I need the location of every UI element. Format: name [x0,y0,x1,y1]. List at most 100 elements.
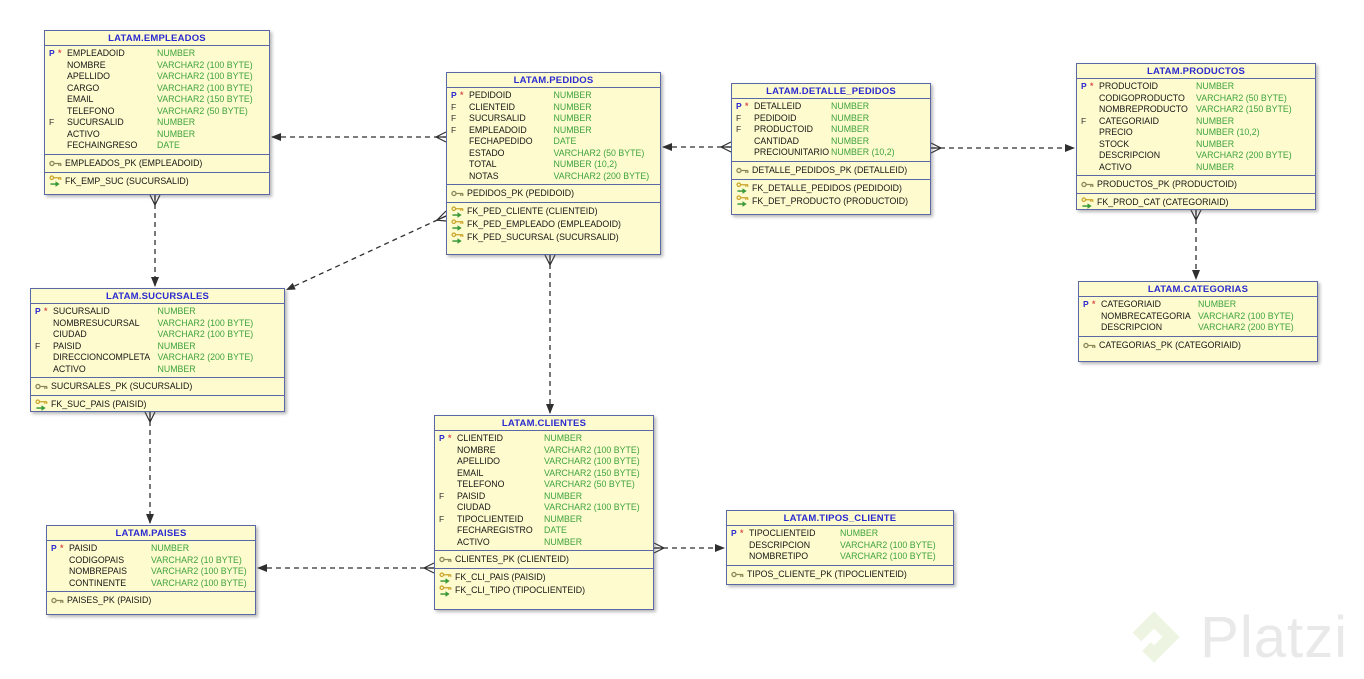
key-marker: F [736,112,742,123]
foreign-key-section: FK_DETALLE_PEDIDOS (PEDIDOID) FK_DET_PROD… [732,178,930,210]
key-marker: P [736,101,742,111]
column-name: TOTAL [469,159,497,169]
column-name: DESCRIPCION [1099,150,1161,160]
column-type: VARCHAR2 (100 BYTE) [544,456,640,466]
primary-key-icon [731,570,747,579]
foreign-key-label: FK_DETALLE_PEDIDOS (PEDIDOID) [752,182,902,193]
primary-key-icon [736,166,752,175]
column-type: VARCHAR2 (100 BYTE) [157,59,253,70]
column-type: NUMBER [544,536,583,547]
column-type: NUMBER [1196,81,1235,91]
column-type: VARCHAR2 (50 BYTE) [157,105,248,116]
relationship-productos-categorias [1190,209,1202,280]
relationship-pedidos-empleados [271,131,447,143]
entity-title: LATAM.SUCURSALES [31,289,284,304]
primary-key-section: PRODUCTOS_PK (PRODUCTOID) [1077,175,1315,193]
key-marker: P [51,543,57,553]
key-marker: P [35,306,41,316]
column-name: DESCRIPCION [1101,322,1163,332]
primary-key-icon [51,596,67,605]
primary-key-icon [451,189,467,198]
foreign-key-row: FK_PED_CLIENTE (CLIENTEID) [447,205,660,218]
column-name: NOMBRECATEGORIA [1101,310,1191,321]
foreign-key-icon [439,584,455,597]
foreign-key-icon [49,175,65,187]
column-name: CLIENTEID [469,101,515,112]
primary-key-icon [1081,180,1097,189]
column-name: TELEFONO [67,105,115,116]
column-type: VARCHAR2 (200 BYTE) [553,170,650,181]
column-type: NUMBER [553,101,592,112]
foreign-key-row: FK_CLI_TIPO (TIPOCLIENTEID) [435,584,653,597]
primary-key-row: EMPLEADOS_PK (EMPLEADOID) [45,157,269,170]
column-type: VARCHAR2 (100 BYTE) [1198,310,1294,321]
key-marker: F [451,113,457,123]
key-marker: P [1083,299,1089,309]
primary-key-section: CLIENTES_PK (CLIENTEID) [435,550,653,568]
column-name: FECHAINGRESO [67,140,138,150]
primary-key-label: CLIENTES_PK (CLIENTEID) [455,554,569,564]
column-type: NUMBER (10,2) [831,147,895,157]
key-marker: P [731,528,737,538]
column-type: NUMBER [1196,138,1235,149]
foreign-key-section: FK_PED_CLIENTE (CLIENTEID)FK_PED_EMPLEAD… [447,202,660,246]
key-marker: F [35,340,41,351]
column-row: F PAISID NUMBER [31,341,284,353]
column-type: NUMBER [831,112,870,123]
column-type: NUMBER [831,124,870,134]
foreign-key-icon [451,205,467,218]
foreign-key-icon [736,195,752,207]
column-name: PEDIDOID [754,112,797,123]
column-row: F PEDIDOID NUMBER [732,113,930,125]
column-type: VARCHAR2 (100 BYTE) [544,444,640,455]
column-name: PAISID [53,340,82,351]
column-name: PAISID [457,490,486,501]
primary-key-label: TIPOS_CLIENTE_PK (TIPOCLIENTEID) [747,568,907,579]
column-type: VARCHAR2 (200 BYTE) [1196,150,1292,160]
relationship-pedidos-clientes [544,254,556,414]
foreign-key-row: FK_DET_PRODUCTO (PRODUCTOID) [732,195,930,208]
column-name: CODIGOPAIS [69,554,125,565]
column-name: EMPLEADOID [67,48,125,58]
foreign-key-label: FK_CLI_TIPO (TIPOCLIENTEID) [455,585,586,595]
key-marker: P [1081,81,1087,91]
column-type: VARCHAR2 (200 BYTE) [1198,322,1294,332]
key-marker: F [736,124,742,134]
column-name: PRODUCTOID [754,124,813,134]
key-marker: P [439,433,445,443]
column-name: CATEGORIAID [1099,115,1159,126]
mandatory-marker: * [740,528,744,538]
column-type: NUMBER [157,340,196,351]
foreign-key-section: FK_EMP_SUC (SUCURSALID) [45,171,269,190]
entity-title: LATAM.CLIENTES [435,416,653,431]
column-type: VARCHAR2 (100 BYTE) [157,71,253,81]
foreign-key-icon [736,182,752,194]
primary-key-label: PEDIDOS_PK (PEDIDOID) [467,188,575,198]
